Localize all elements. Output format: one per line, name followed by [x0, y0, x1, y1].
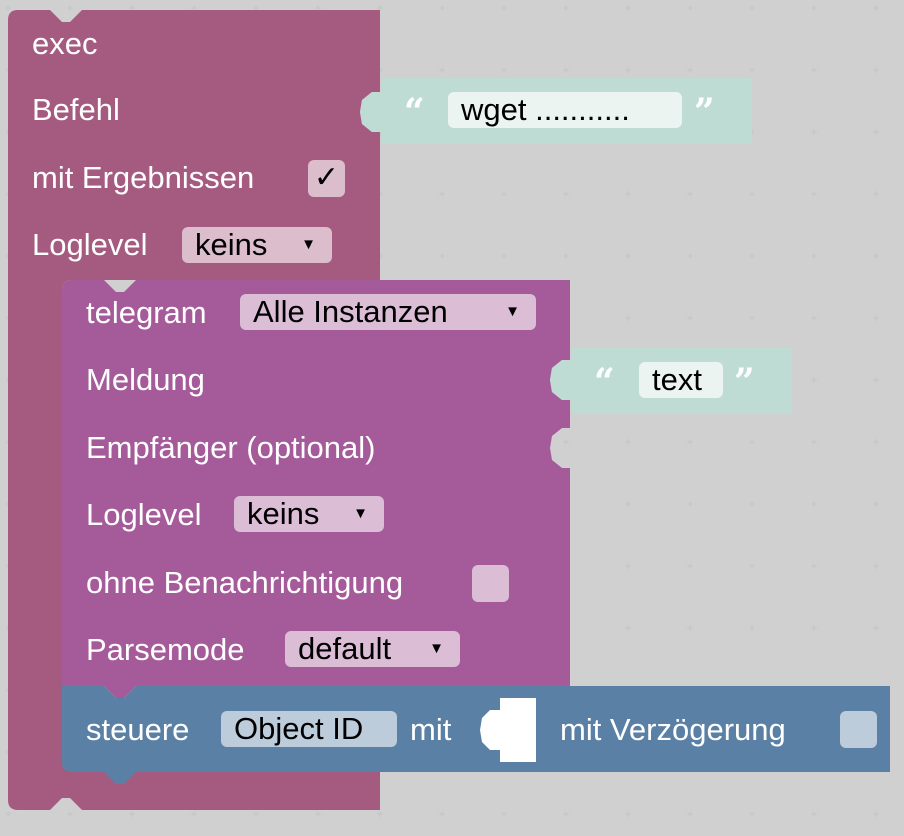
value-input-socket[interactable] [480, 698, 536, 762]
message-text-field[interactable]: text [639, 362, 723, 398]
chevron-down-icon: ▼ [301, 236, 316, 253]
parsemode-label: Parsemode [86, 632, 245, 667]
exec-loglevel-dropdown[interactable]: keins ▼ [182, 227, 332, 263]
open-quote-icon: “ [404, 91, 425, 133]
silent-label: ohne Benachrichtigung [86, 565, 404, 600]
exec-title: exec [32, 26, 98, 61]
recipient-label: Empfänger (optional) [86, 430, 376, 465]
chevron-down-icon: ▼ [353, 505, 368, 522]
telegram-label: telegram [86, 295, 207, 330]
telegram-block[interactable] [62, 280, 570, 698]
control-with-label: mit [410, 712, 452, 747]
telegram-loglevel-value: keins [247, 496, 320, 531]
command-text-field[interactable]: wget ........... [448, 92, 682, 128]
message-label: Meldung [86, 362, 205, 397]
delay-checkbox[interactable] [840, 711, 877, 748]
exec-loglevel-value: keins [195, 227, 268, 262]
delay-label: mit Verzögerung [560, 712, 786, 747]
control-block[interactable] [62, 686, 890, 784]
close-quote-icon: ” [694, 91, 715, 133]
telegram-instance-value: Alle Instanzen [253, 294, 448, 329]
chevron-down-icon: ▼ [505, 303, 520, 320]
telegram-loglevel-label: Loglevel [86, 497, 202, 532]
parsemode-value: default [298, 631, 392, 666]
exec-block[interactable] [8, 10, 380, 810]
command-label: Befehl [32, 92, 120, 127]
telegram-loglevel-dropdown[interactable]: keins ▼ [234, 496, 384, 532]
close-quote-icon: ” [734, 361, 755, 403]
parsemode-dropdown[interactable]: default ▼ [285, 631, 460, 667]
silent-checkbox[interactable] [472, 565, 509, 602]
with-results-label: mit Ergebnissen [32, 160, 255, 195]
control-label: steuere [86, 712, 190, 747]
telegram-instance-dropdown[interactable]: Alle Instanzen ▼ [240, 294, 536, 330]
object-id-field[interactable]: Object ID [221, 711, 397, 747]
exec-loglevel-label: Loglevel [32, 227, 148, 262]
open-quote-icon: “ [594, 361, 615, 403]
chevron-down-icon: ▼ [429, 640, 444, 657]
with-results-checkbox[interactable]: ✓ [308, 160, 345, 197]
